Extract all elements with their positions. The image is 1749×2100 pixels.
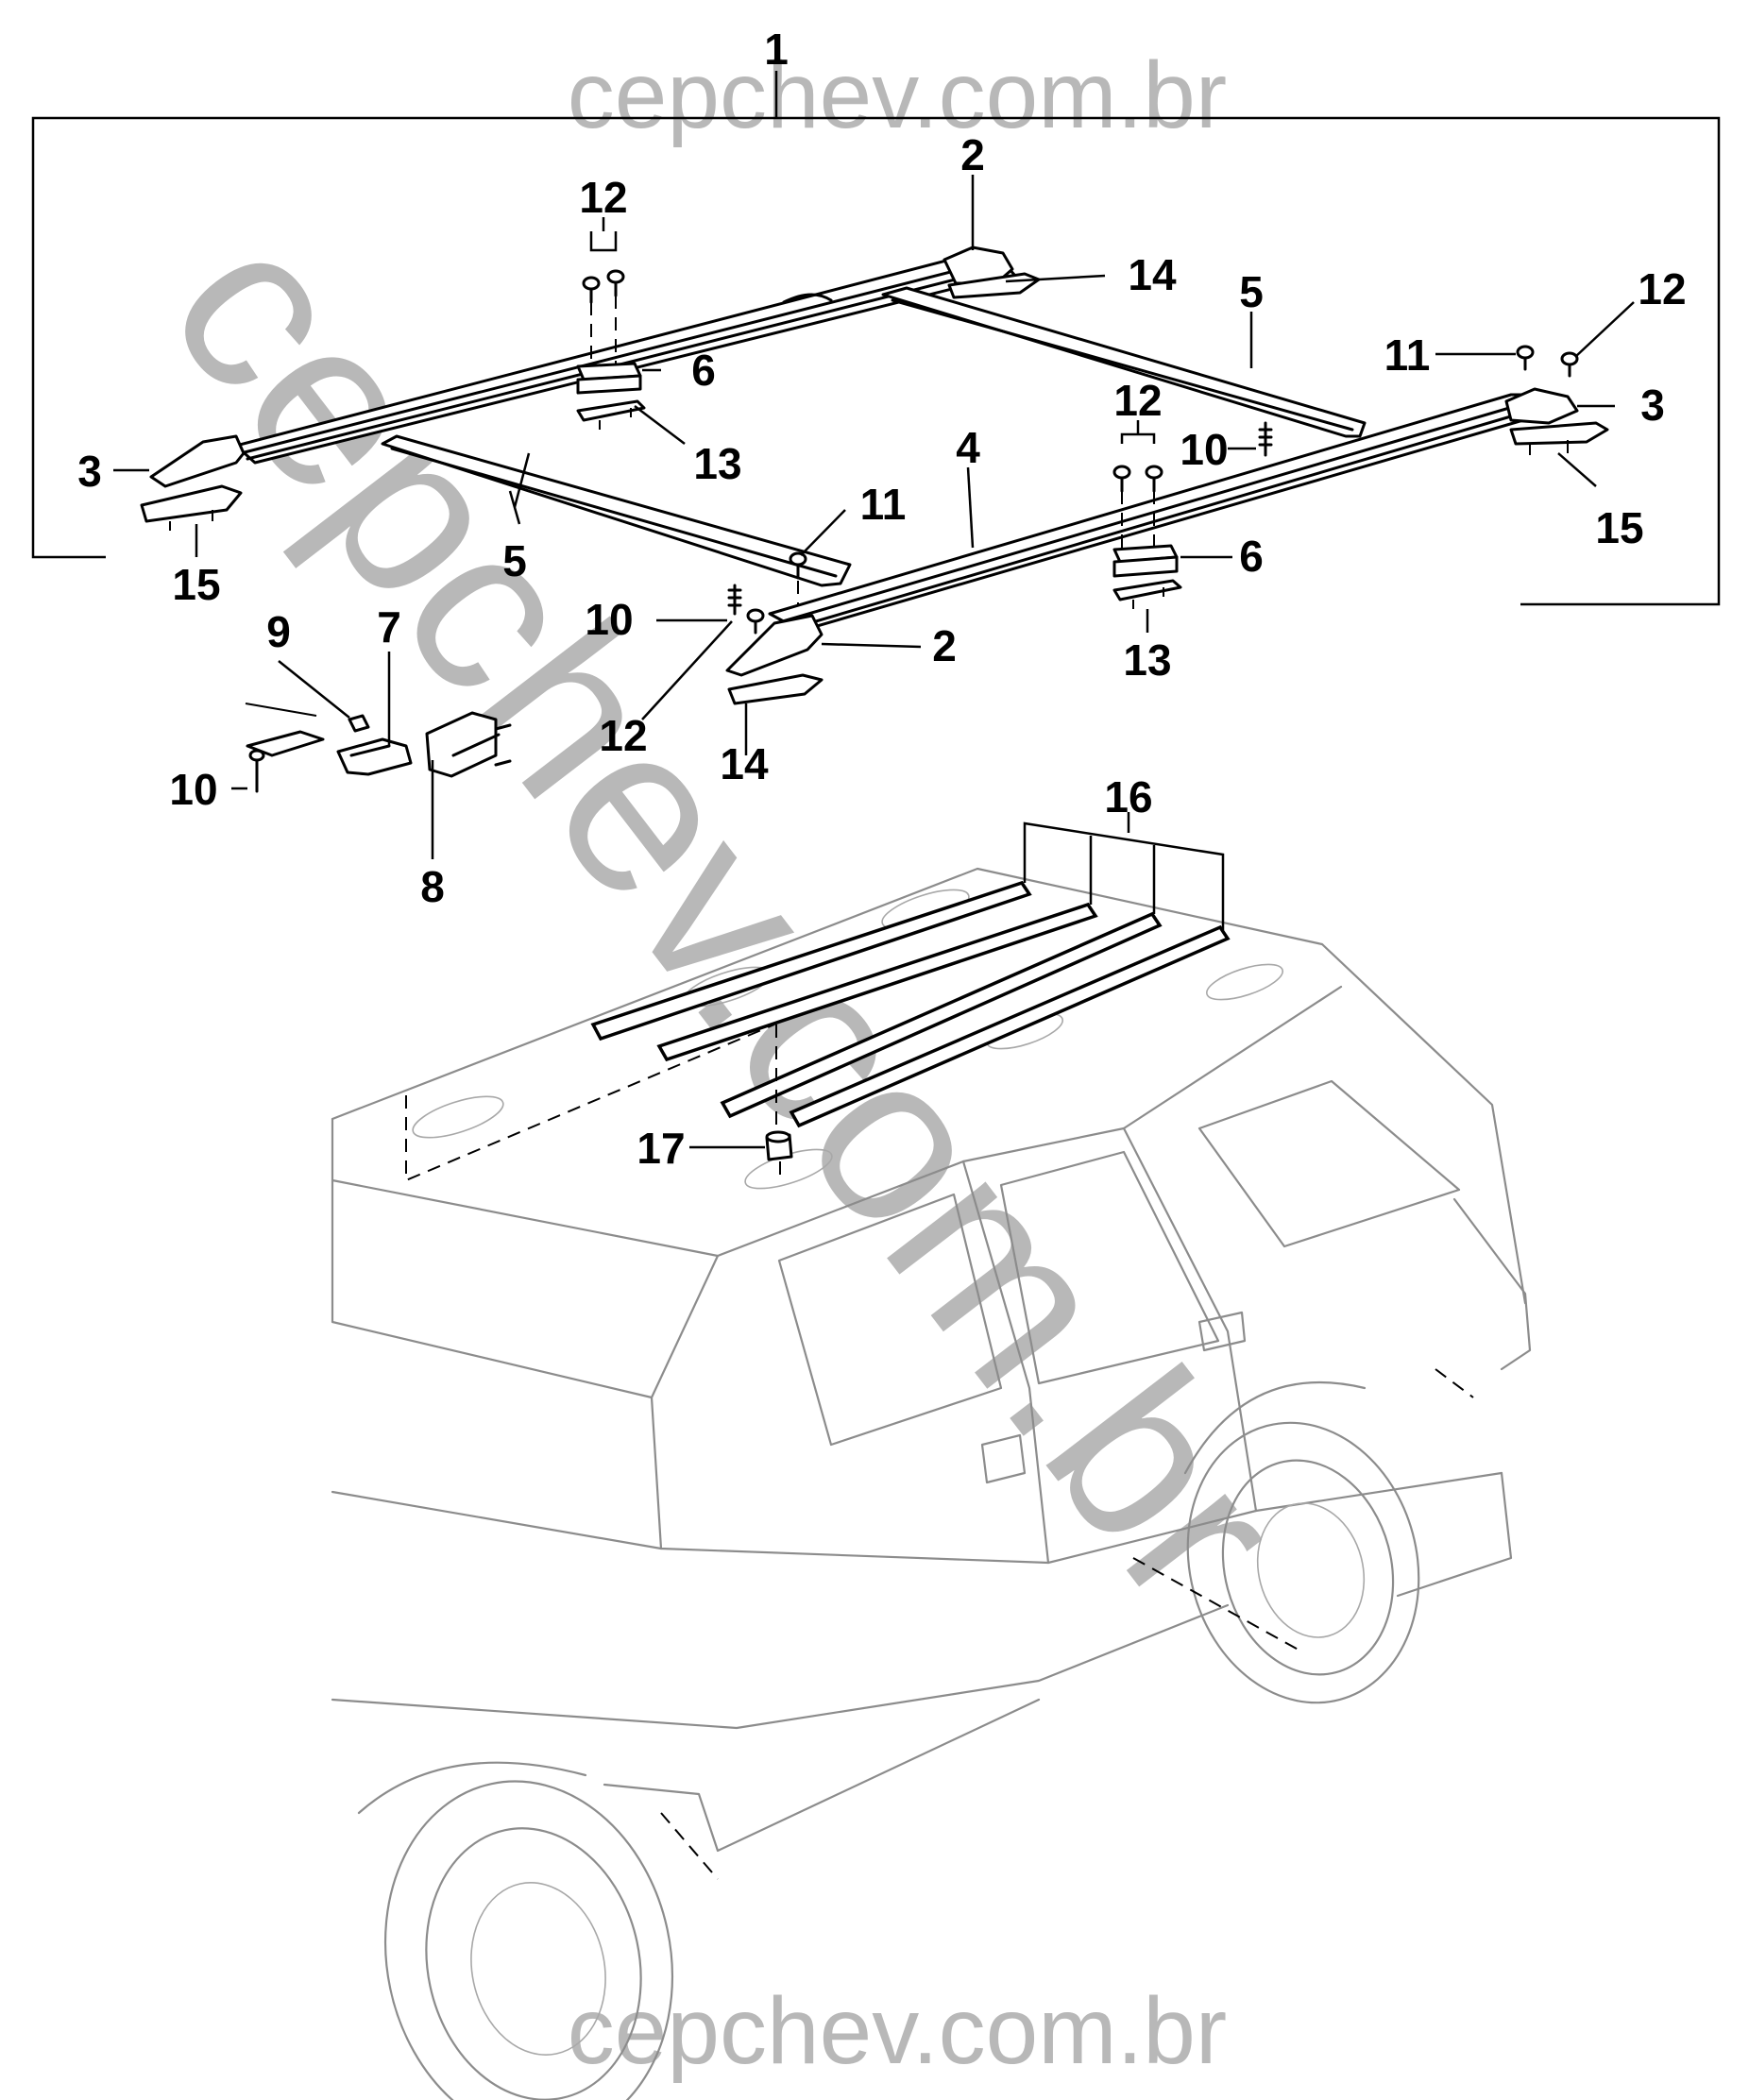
- assembly-bracket: [31, 71, 1721, 606]
- alignment-lines: [405, 296, 1474, 1880]
- screw-10-right: [1258, 421, 1273, 457]
- end-cap-detail-7: [336, 737, 413, 776]
- callout-15-left: 15: [172, 560, 220, 609]
- callout-2-right: 2: [932, 621, 957, 670]
- vehicle-body: [331, 867, 1532, 1853]
- right-rear-pad: [1509, 421, 1609, 455]
- stanchion-block-left: [576, 362, 642, 395]
- roof-strip-2: [656, 902, 1098, 1062]
- screw-10-center: [727, 584, 742, 616]
- rail-section-8: [425, 711, 512, 778]
- screw-12-front-right: [746, 608, 765, 635]
- leader-lines: [113, 175, 1635, 1149]
- callout-12-front: 12: [599, 711, 647, 760]
- callout-5-front: 5: [502, 536, 527, 585]
- callout-labels: 1 2 2 3 3 4 5 5 6 6 7 8 9 10 10 10 11 11…: [77, 25, 1686, 1173]
- callout-6-left: 6: [691, 346, 716, 395]
- callout-10-left: 10: [169, 765, 217, 814]
- callout-15-right: 15: [1595, 503, 1643, 552]
- callout-9: 9: [266, 607, 291, 656]
- callout-5-rear: 5: [1239, 267, 1264, 316]
- callout-11-right: 11: [1384, 330, 1431, 380]
- callout-1: 1: [764, 25, 789, 74]
- screw-11-center: [789, 551, 807, 580]
- screw-12-right-b: [1145, 465, 1163, 493]
- screw-12-left-a: [582, 276, 601, 304]
- screw-9: [348, 714, 370, 733]
- roof-plug-17: [765, 1130, 793, 1161]
- left-front-pad: [140, 484, 243, 531]
- stanchion-pad-right: [1112, 579, 1182, 609]
- roof-strip-1: [590, 880, 1032, 1042]
- screw-12-right-a: [1112, 465, 1131, 493]
- roof-strip-3: [720, 911, 1163, 1119]
- callout-3-left: 3: [77, 447, 102, 496]
- watermark-top: cepchev.com.br: [568, 42, 1227, 148]
- crossbar-front: [381, 434, 852, 587]
- callout-14-top: 14: [1128, 250, 1177, 299]
- callout-8: 8: [420, 862, 445, 911]
- watermark-bottom: cepchev.com.br: [568, 1978, 1227, 2084]
- callout-12-left: 12: [579, 173, 627, 222]
- vehicle-rear-wheel: [1183, 1380, 1420, 1704]
- strip-16-bracket: [1023, 812, 1225, 930]
- roof-strip-4: [789, 924, 1231, 1128]
- screw-12-far-right: [1560, 351, 1579, 378]
- callout-16: 16: [1104, 772, 1152, 821]
- callout-10-right: 10: [1180, 425, 1228, 474]
- callout-7: 7: [377, 602, 401, 652]
- right-front-pad: [727, 673, 824, 705]
- crossbar-rear: [881, 286, 1367, 438]
- callout-3-right: 3: [1640, 381, 1665, 430]
- callout-14-bottom: 14: [720, 739, 769, 788]
- right-side-rail: [725, 387, 1579, 677]
- callout-17: 17: [637, 1124, 685, 1173]
- callout-12-right: 12: [1113, 376, 1162, 425]
- callout-12-far-right: 12: [1638, 264, 1686, 313]
- callout-11-center: 11: [860, 480, 907, 529]
- stanchion-block-right: [1112, 544, 1179, 578]
- callout-2-top: 2: [960, 130, 985, 179]
- callout-13-left: 13: [693, 439, 741, 488]
- screw-10-left: [248, 749, 265, 793]
- callout-6-right: 6: [1239, 532, 1264, 581]
- screw-12-left-b: [606, 269, 625, 297]
- callout-10-center: 10: [585, 595, 633, 644]
- stanchion-pad-left: [576, 399, 646, 430]
- callout-13-right: 13: [1123, 635, 1171, 685]
- vehicle-front-wheel: [357, 1761, 674, 2100]
- bracket-plate: [245, 703, 325, 757]
- screw-11-far-right: [1516, 345, 1535, 371]
- callout-4: 4: [956, 423, 980, 472]
